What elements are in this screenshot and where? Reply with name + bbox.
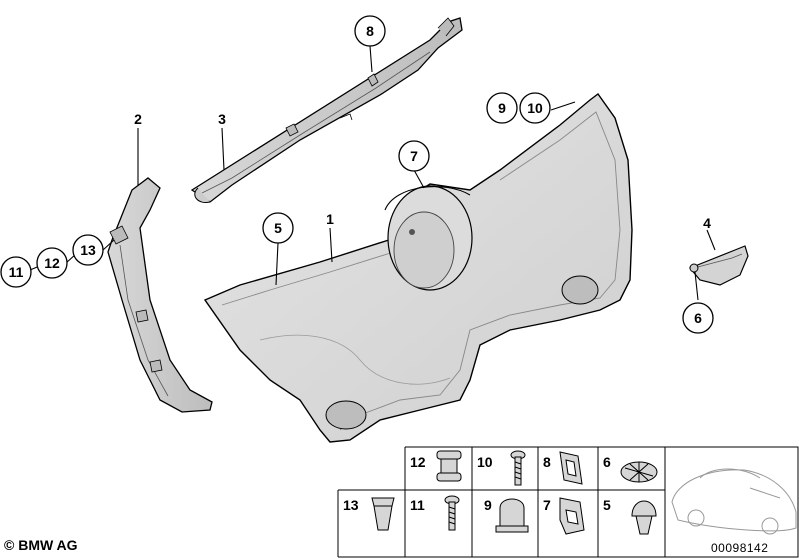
expanding-nut-icon: [436, 450, 462, 482]
label-3: 3: [218, 111, 226, 127]
grid-label-12: 12: [410, 454, 426, 470]
grid-label-11: 11: [410, 497, 425, 513]
reference-code: 00098142: [711, 541, 769, 555]
cap-nut-icon: [495, 498, 529, 533]
upper-trim-strip: [190, 17, 463, 204]
callout-8: 8: [354, 15, 386, 47]
label-2: 2: [134, 111, 142, 127]
tailgate-trim-panel: [203, 93, 633, 443]
grid-label-10: 10: [477, 454, 493, 470]
callout-9: 9: [486, 92, 518, 124]
push-nut-icon: [620, 461, 658, 483]
callout-5-label: 5: [274, 220, 282, 236]
label-4: 4: [703, 215, 711, 231]
vehicle-thumbnail: [671, 468, 797, 535]
callout-7: 7: [398, 140, 430, 172]
callout-13: 13: [72, 234, 104, 266]
screw-icon-2: [444, 495, 460, 531]
expanding-rivet-icon: [371, 497, 395, 531]
copyright-notice: © BMW AG: [4, 537, 78, 553]
callout-5: 5: [262, 212, 294, 244]
screw-icon: [510, 450, 526, 486]
grid-label-7: 7: [543, 497, 551, 513]
grid-label-6: 6: [603, 454, 611, 470]
label-1: 1: [326, 211, 334, 227]
callout-12-label: 12: [44, 255, 60, 271]
callout-10-label: 10: [527, 100, 543, 116]
callout-11-label: 11: [9, 264, 24, 280]
callout-6-label: 6: [694, 310, 702, 326]
callout-8-label: 8: [366, 23, 374, 39]
pillar-trim: [107, 177, 213, 413]
grid-label-8: 8: [543, 454, 551, 470]
grid-label-13: 13: [343, 497, 359, 513]
callout-13-label: 13: [80, 242, 96, 258]
callout-9-label: 9: [498, 100, 506, 116]
clip-icon: [559, 451, 583, 485]
callout-12: 12: [36, 247, 68, 279]
callout-7-label: 7: [410, 148, 418, 164]
plug-icon: [631, 500, 657, 535]
callout-11: 11: [0, 256, 32, 288]
grid-label-9: 9: [484, 497, 492, 513]
parts-grid: [337, 446, 799, 558]
grip-cover: [689, 245, 749, 286]
callout-10: 10: [519, 92, 551, 124]
callout-6: 6: [682, 302, 714, 334]
grid-label-5: 5: [603, 497, 611, 513]
spring-clip-icon: [559, 497, 585, 535]
